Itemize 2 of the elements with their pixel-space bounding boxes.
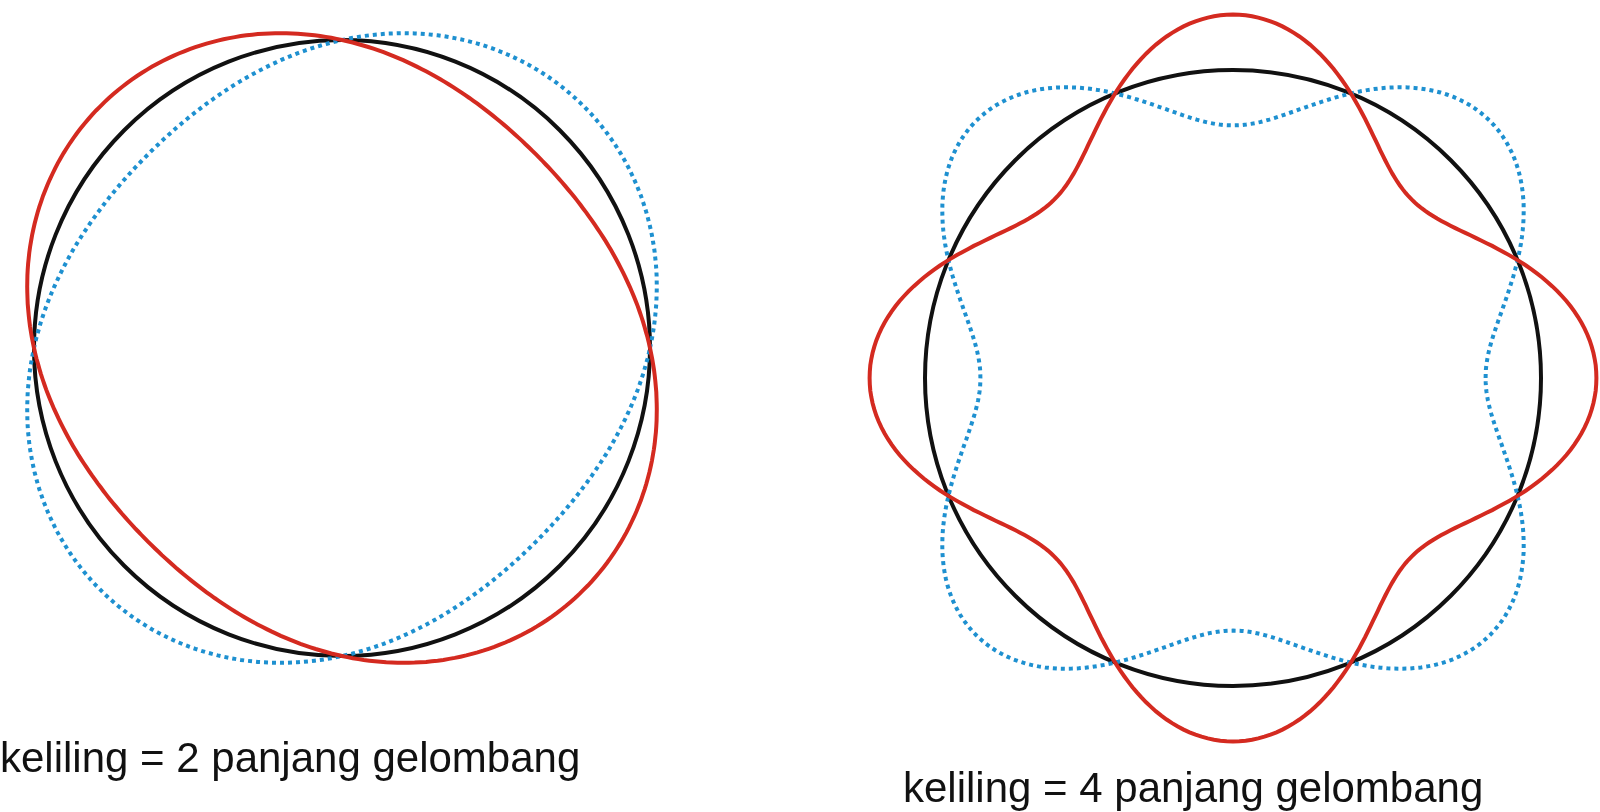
caption-text: keliling = 4 panjang gelombang (903, 765, 1484, 812)
caption-text: keliling = 2 panjang gelombang (0, 735, 581, 782)
